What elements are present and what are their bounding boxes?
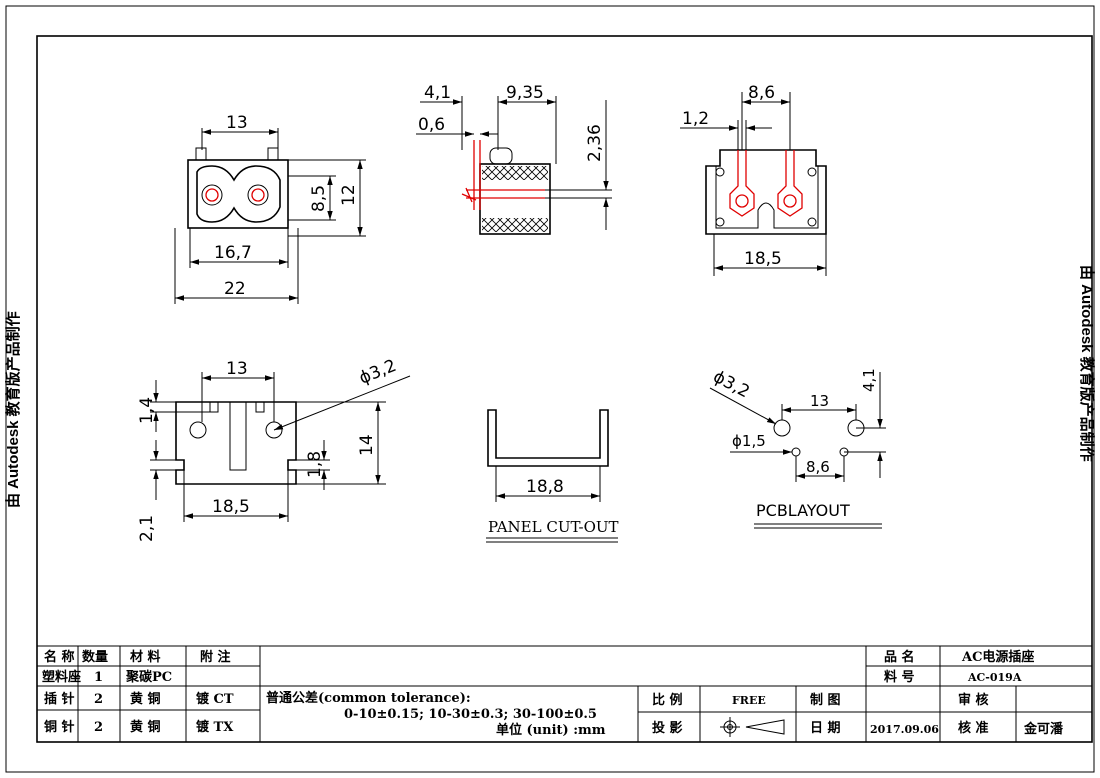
part-no-label: 料 号 [884,669,915,685]
scale-label: 比 例 [652,692,683,708]
tb-row3-note: 镀 TX [196,719,234,735]
product-name-label: 品 名 [884,649,915,665]
dim-side-d4: 2,36 [585,124,605,162]
tb-row3-qty: 2 [94,720,103,735]
dim-bottom-d1: 1,4 [137,397,157,424]
review-label: 审 核 [958,692,989,708]
projection-label: 投 影 [652,720,683,736]
projection-symbol-icon [720,717,785,737]
dim-pcb-spacing: 13 [810,392,829,410]
dim-bottom-height: 14 [357,434,377,456]
dim-front-overall-width: 22 [224,279,246,299]
inner-frame [36,35,1093,743]
outer-frame [5,5,1095,773]
rear-view [680,92,827,276]
dim-panel-width: 18,8 [526,477,564,497]
drawn-label: 制 图 [810,692,841,708]
dim-pcb-pin-spacing: 8,6 [806,458,830,476]
tolerance-line2: 0-10±0.15; 10-30±0.3; 30-100±0.5 [344,707,597,722]
date-label: 日 期 [810,721,841,736]
dim-pcb-hole-large: ϕ3,2 [710,367,753,403]
product-name: AC电源插座 [961,649,1034,665]
dim-side-d3: 0,6 [418,115,445,135]
tb-row2-note: 镀 CT [196,691,234,707]
dim-rear-d2: 1,2 [682,109,709,129]
dim-bottom-d3: 2,1 [137,515,157,542]
tb-row3-material: 黄 铜 [130,719,161,735]
scale-value: FREE [732,694,766,707]
tb-header-material: 材 料 [130,649,161,665]
watermark-right: 由 Autodesk 教育版产品制作 [1078,265,1096,462]
bottom-view [150,372,411,522]
approver-name: 金可潘 [1023,721,1064,737]
title-block-grid [37,645,1092,742]
dim-front-inner-height: 8,5 [309,185,329,212]
dim-front-overall-height: 12 [339,184,359,206]
tb-row1-qty: 1 [94,670,103,685]
dim-side-d2: 9,35 [506,83,544,103]
tb-row1-name: 塑料座 [42,669,81,685]
dim-front-top-width: 13 [226,113,248,133]
approve-label: 核 准 [958,720,989,736]
dim-front-inner-width: 16,7 [214,243,252,263]
tolerance-line3: 单位 (unit) :mm [496,722,606,738]
dim-bottom-hole: ϕ3,2 [356,356,399,389]
tb-row1-material: 聚碳PC [125,669,172,685]
tb-row3-name: 铜 针 [43,719,75,735]
dim-rear-d1: 8,6 [748,83,775,103]
tb-row2-name: 插 针 [44,691,75,707]
watermark-left: 由 Autodesk 教育版产品制作 [4,311,22,508]
dim-bottom-top-width: 13 [226,359,248,379]
tb-header-note: 附 注 [200,649,231,665]
pcb-layout-label: PCBLAYOUT [756,501,850,520]
date-value: 2017.09.06 [870,723,939,736]
front-view [174,128,366,304]
dim-bottom-d2: 1,8 [305,451,325,478]
tb-header-name: 名 称 [44,649,75,665]
pcb-layout-view [709,372,886,529]
dim-side-d1: 4,1 [424,83,451,103]
panel-cutout-label: PANEL CUT-OUT [488,518,619,536]
dim-rear-width: 18,5 [744,249,782,269]
part-no: AC-019A [967,671,1022,684]
side-view [416,96,612,235]
tb-row2-material: 黄 铜 [130,691,161,707]
tb-header-qty: 数量 [82,649,108,665]
panel-cutout-view [486,409,618,543]
dim-bottom-width: 18,5 [212,497,250,517]
tb-row2-qty: 2 [94,692,103,707]
tolerance-line1: 普通公差(common tolerance): [266,690,471,706]
dim-pcb-hole-small: ϕ1,5 [732,432,766,450]
dim-pcb-offset: 4,1 [860,368,878,392]
